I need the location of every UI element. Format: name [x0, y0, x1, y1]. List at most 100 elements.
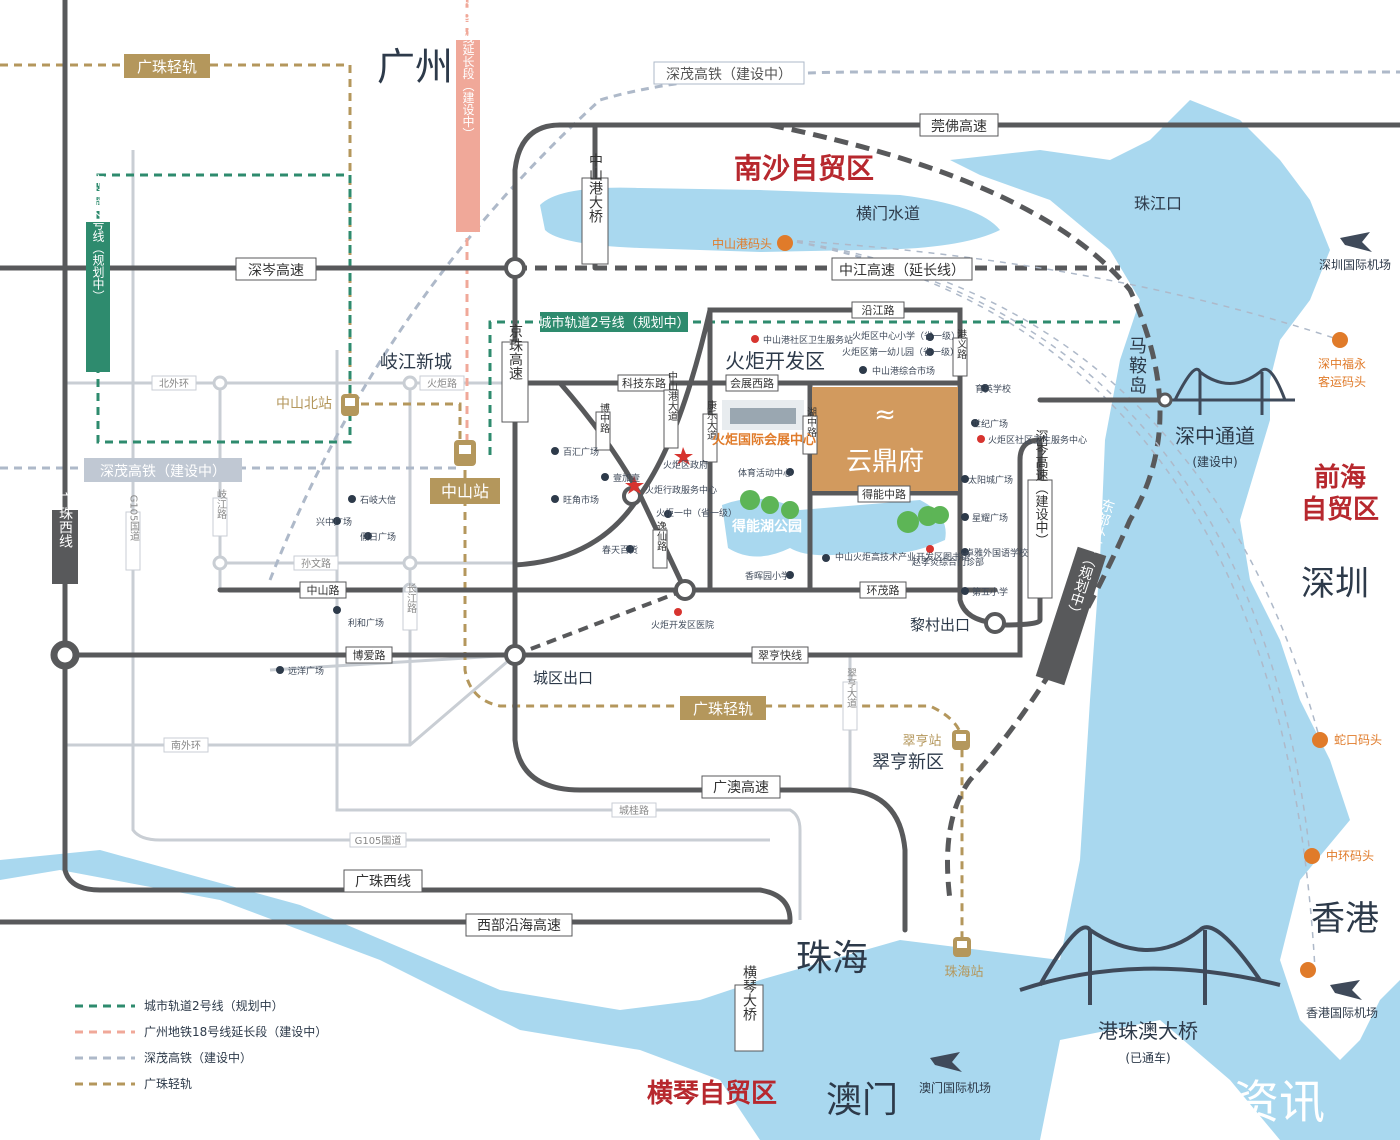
badge-gz-light-top: 广珠轻轨 — [124, 54, 210, 78]
qianhai-label-2: 自贸区 — [1301, 494, 1379, 525]
svg-text:得能中路: 得能中路 — [862, 487, 906, 501]
badge-shencen-v: 深岑高速（建设中） — [1027, 430, 1053, 599]
svg-text:火炬行政服务中心: 火炬行政服务中心 — [645, 484, 717, 496]
svg-text:逸仙路: 逸仙路 — [655, 521, 667, 552]
svg-text:会展西路: 会展西路 — [730, 377, 774, 390]
zhonghuan-port-icon — [1304, 848, 1320, 864]
guangzhu-light-top — [0, 63, 462, 450]
svg-text:远洋广场: 远洋广场 — [288, 665, 324, 677]
east-junction-road — [957, 380, 998, 626]
svg-text:太阳城广场: 太阳城广场 — [968, 474, 1013, 486]
badge-gangyi: 港义路 — [952, 329, 968, 377]
place-labels: 广州 珠海 深圳 香港 澳门 南沙自贸区 前海 自贸区 横琴自贸区 火炬开发区 … — [377, 45, 1379, 1121]
svg-text:沿江路: 沿江路 — [862, 304, 895, 317]
hongkong-label: 香港 — [1311, 899, 1379, 939]
badge-kangle: 康乐大道 — [702, 399, 718, 463]
svg-text:育英学校: 育英学校 — [975, 383, 1011, 395]
svg-text:城市轨道2号线（规划中）: 城市轨道2号线（规划中） — [538, 315, 689, 331]
guangzhou-label: 广州 — [377, 45, 453, 89]
zhongshan-port-icon — [777, 235, 793, 251]
zhongshan-north-station-icon — [341, 394, 359, 416]
junctions — [50, 257, 1173, 670]
svg-text:中山港综合市场: 中山港综合市场 — [872, 365, 935, 377]
hk-port-icon — [1300, 962, 1316, 978]
svg-text:壹加壹: 壹加壹 — [613, 472, 640, 484]
jingzhu-road — [512, 122, 908, 933]
badge-guangao: 广澳高速 — [701, 775, 781, 799]
maan-label-3: 岛 — [1129, 376, 1147, 397]
badge-south-ring: 南外环 — [163, 737, 209, 753]
svg-text:香晖园小学: 香晖园小学 — [745, 570, 790, 582]
svg-text:城市轨道2号线（规划中）: 城市轨道2号线（规划中） — [144, 998, 284, 1013]
chengqu-exit-label: 城区出口 — [533, 669, 593, 687]
svg-text:翠亨大道: 翠亨大道 — [845, 668, 857, 708]
badge-qijiang-road: 岐江路 — [212, 488, 228, 537]
svg-text:北外环: 北外环 — [159, 378, 189, 390]
svg-text:广珠轻轨: 广珠轻轨 — [693, 700, 753, 718]
svg-text:深圳国际机场: 深圳国际机场 — [1319, 258, 1391, 272]
svg-text:康乐大道: 康乐大道 — [705, 399, 717, 440]
badge-metro2-vertical: 城市轨道2号线（规划中） — [86, 162, 110, 372]
poi-labels: 中山港社区卫生服务站 火炬区中心小学（省一级） 火炬区第一幼儿园（省一级） 中山… — [288, 330, 1087, 677]
badge-zhongshan-bridge: 中山港大桥 — [581, 153, 609, 265]
svg-text:科技东路: 科技东路 — [622, 376, 666, 390]
badge-sunwen: 孙文路 — [293, 555, 339, 571]
deneng-lake — [722, 498, 946, 557]
badge-huxi: 湖中路 — [802, 407, 818, 455]
badge-huanmao: 环茂路 — [859, 581, 907, 599]
svg-text:广珠西线: 广珠西线 — [355, 874, 411, 890]
service-star-icon — [625, 476, 644, 494]
legend-item-shenmao: 深茂高铁（建设中） — [75, 1050, 252, 1065]
svg-text:客运码头: 客运码头 — [1318, 374, 1366, 389]
badge-guangzhu-west-v: 广珠西线 — [52, 492, 78, 584]
svg-text:南外环: 南外环 — [171, 739, 201, 752]
gov-star-icon — [674, 447, 693, 465]
badge-metro2: 城市轨道2号线（规划中） — [538, 312, 690, 332]
badge-shencen: 深岑高速 — [235, 257, 317, 281]
svg-text:中江高速（延长线）: 中江高速（延长线） — [839, 262, 965, 279]
fuyong-port-icon — [1332, 332, 1348, 348]
zhujiangkou-label: 珠江口 — [1134, 194, 1182, 213]
badge-zhongshan: 中山路 — [299, 581, 347, 599]
badge-gz18: 广州地铁18号线延长段（建设中） — [456, 0, 480, 232]
svg-text:火炬一中（省一级）: 火炬一中（省一级） — [656, 507, 737, 519]
badge-shenmao-top: 深茂高铁（建设中） — [653, 61, 805, 85]
hengqin-label: 横琴自贸区 — [647, 1078, 777, 1109]
hongkong-airport-icon — [1330, 980, 1362, 1000]
maan-label-1: 马 — [1129, 336, 1147, 357]
svg-text:翠亨快线: 翠亨快线 — [758, 648, 802, 662]
badge-cuiheng-exp: 翠亨快线 — [751, 646, 809, 664]
guangzhu-west-road — [62, 0, 793, 923]
legend: 城市轨道2号线（规划中） 广州地铁18号线延长段（建设中） 深茂高铁（建设中） … — [75, 998, 327, 1091]
shenzhong-label: 深中通道 — [1175, 424, 1255, 448]
svg-text:环茂路: 环茂路 — [867, 583, 900, 597]
svg-text:广珠西线: 广珠西线 — [57, 492, 73, 548]
hengmen-label: 横门水道 — [856, 204, 920, 223]
legend-item-gz18: 广州地铁18号线延长段（建设中） — [75, 1024, 327, 1039]
shekou-port-icon — [1312, 732, 1328, 748]
svg-text:星耀广场: 星耀广场 — [972, 512, 1008, 524]
convention-center-image — [722, 400, 804, 430]
station-labels: 中山北站 中山站 翠亨站 珠海站 — [276, 396, 984, 980]
svg-text:广州地铁18号线延长段（建设中）: 广州地铁18号线延长段（建设中） — [144, 1024, 327, 1039]
torch-label: 火炬开发区 — [725, 349, 825, 373]
dejinghu-label: 得能湖公园 — [731, 518, 802, 535]
shencen-v — [997, 437, 1043, 628]
svg-text:香港国际机场: 香港国际机场 — [1306, 1006, 1378, 1020]
svg-text:火炬区中心小学（省一级）: 火炬区中心小学（省一级） — [852, 330, 960, 342]
east-ring-planned — [769, 122, 1163, 901]
svg-text:莞佛高速: 莞佛高速 — [931, 118, 987, 135]
svg-text:中山港大桥: 中山港大桥 — [587, 153, 603, 223]
svg-text:中山港大道: 中山港大道 — [666, 370, 678, 421]
svg-text:深岑高速（建设中）: 深岑高速（建设中） — [1033, 430, 1049, 547]
svg-text:岐江路: 岐江路 — [215, 488, 227, 520]
badge-shenmao-left: 深茂高铁（建设中） — [84, 458, 242, 482]
svg-text:旺角市场: 旺角市场 — [563, 494, 599, 506]
boai-road — [62, 437, 1043, 658]
badge-huoju: 火炬路 — [419, 375, 465, 391]
project-block[interactable]: ≈ 云鼎府 — [812, 387, 958, 491]
badge-g105: G105国道 — [349, 832, 407, 848]
watermark: 房天下资讯 — [1095, 1075, 1325, 1129]
port-labels: 中山港码头 深中福永 客运码头 蛇口码头 中环码头 深圳国际机场 香港国际机场 … — [712, 236, 1391, 1095]
hzm-bridge-icon — [1019, 925, 1281, 1005]
